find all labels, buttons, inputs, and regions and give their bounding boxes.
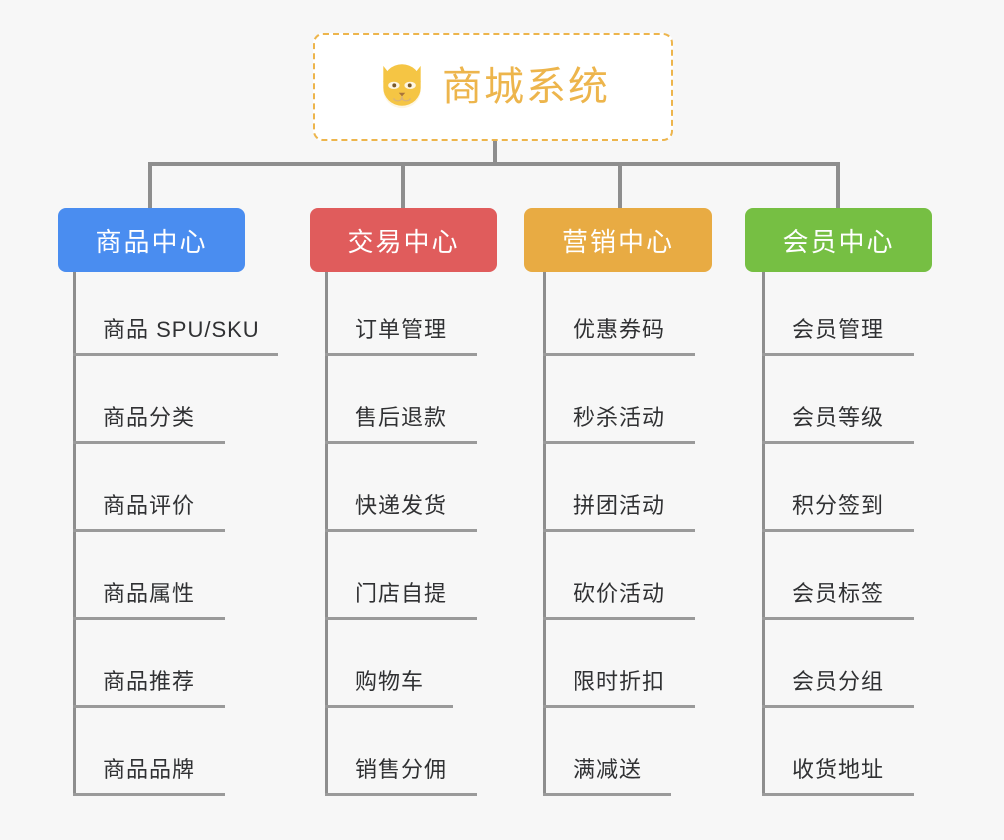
leaf-item-underline: [543, 529, 695, 532]
leaf-item-underline: [543, 705, 695, 708]
column-spine-marketing-center: [543, 272, 546, 796]
category-box-product-center[interactable]: 商品中心: [58, 208, 245, 272]
leaf-item-label: 售后退款: [355, 405, 448, 430]
leaf-item-label: 优惠券码: [573, 317, 666, 342]
leaf-item-label: 商品 SPU/SKU: [103, 317, 260, 342]
leaf-item-underline: [73, 529, 225, 532]
leaf-item[interactable]: 收货地址: [762, 708, 914, 796]
leaf-item[interactable]: 商品推荐: [73, 620, 225, 708]
leaf-item[interactable]: 订单管理: [325, 268, 477, 356]
leaf-item[interactable]: 秒杀活动: [543, 356, 695, 444]
leaf-item-underline: [73, 793, 225, 796]
leaf-item-underline: [73, 441, 225, 444]
connector-horizontal-bus: [150, 162, 840, 166]
leaf-item-underline: [73, 617, 225, 620]
leaf-item-underline: [325, 353, 477, 356]
category-box-trade-center[interactable]: 交易中心: [310, 208, 497, 272]
leaf-item[interactable]: 会员标签: [762, 532, 914, 620]
leaf-item-label: 销售分佣: [355, 757, 448, 782]
leaf-item-label: 商品品牌: [103, 757, 196, 782]
connector-drop-member-center: [836, 162, 840, 210]
shiba-dog-face-icon: [383, 64, 421, 109]
leaf-item-label: 秒杀活动: [573, 405, 666, 430]
leaf-item-underline: [325, 441, 477, 444]
category-label: 营销中心: [561, 226, 674, 257]
root-title: 商城系统: [442, 65, 610, 109]
leaf-item-label: 满减送: [573, 757, 643, 782]
connector-drop-marketing-center: [618, 162, 622, 210]
leaf-item[interactable]: 门店自提: [325, 532, 477, 620]
leaf-item[interactable]: 快递发货: [325, 444, 477, 532]
leaf-item-underline: [325, 617, 477, 620]
column-spine-trade-center: [325, 272, 328, 796]
connector-drop-product-center: [148, 162, 152, 210]
leaf-item-label: 购物车: [355, 669, 425, 694]
column-spine-member-center: [762, 272, 765, 796]
leaf-item[interactable]: 会员等级: [762, 356, 914, 444]
category-label: 商品中心: [95, 226, 208, 257]
leaf-item-underline: [762, 529, 914, 532]
leaf-item-underline: [762, 353, 914, 356]
leaf-item-underline: [762, 793, 914, 796]
leaf-item-underline: [73, 705, 225, 708]
leaf-item[interactable]: 购物车: [325, 620, 453, 708]
leaf-item-underline: [762, 705, 914, 708]
leaf-item-underline: [543, 353, 695, 356]
leaf-item-label: 门店自提: [355, 581, 448, 606]
leaf-item-underline: [73, 353, 278, 356]
leaf-item-underline: [762, 617, 914, 620]
leaf-item[interactable]: 砍价活动: [543, 532, 695, 620]
category-label: 会员中心: [782, 226, 895, 257]
category-label: 交易中心: [347, 226, 460, 257]
leaf-item-label: 订单管理: [355, 317, 448, 342]
leaf-item-label: 商品分类: [103, 405, 196, 430]
leaf-item[interactable]: 优惠券码: [543, 268, 695, 356]
leaf-item[interactable]: 会员管理: [762, 268, 914, 356]
leaf-item-label: 会员标签: [792, 581, 885, 606]
leaf-item[interactable]: 商品分类: [73, 356, 225, 444]
category-box-member-center[interactable]: 会员中心: [745, 208, 932, 272]
leaf-item-underline: [543, 441, 695, 444]
connector-drop-trade-center: [401, 162, 405, 210]
leaf-item[interactable]: 销售分佣: [325, 708, 477, 796]
leaf-item-label: 商品属性: [103, 581, 196, 606]
category-box-marketing-center[interactable]: 营销中心: [524, 208, 712, 272]
leaf-item-label: 商品推荐: [103, 669, 196, 694]
root-node[interactable]: 商城系统: [313, 33, 673, 141]
leaf-item[interactable]: 售后退款: [325, 356, 477, 444]
leaf-item-underline: [543, 793, 671, 796]
leaf-item-underline: [325, 793, 477, 796]
leaf-item-label: 收货地址: [792, 757, 885, 782]
leaf-item-underline: [762, 441, 914, 444]
leaf-item[interactable]: 商品评价: [73, 444, 225, 532]
leaf-item-label: 砍价活动: [573, 581, 666, 606]
leaf-item[interactable]: 限时折扣: [543, 620, 695, 708]
leaf-item[interactable]: 满减送: [543, 708, 671, 796]
leaf-item-underline: [543, 617, 695, 620]
leaf-item-label: 会员等级: [792, 405, 885, 430]
leaf-item[interactable]: 积分签到: [762, 444, 914, 532]
leaf-item[interactable]: 商品品牌: [73, 708, 225, 796]
leaf-item-underline: [325, 529, 477, 532]
leaf-item-label: 商品评价: [103, 493, 196, 518]
leaf-item[interactable]: 商品属性: [73, 532, 225, 620]
leaf-item-label: 积分签到: [792, 493, 885, 518]
leaf-item-label: 会员分组: [792, 669, 885, 694]
connector-root-stub: [493, 141, 497, 164]
leaf-item[interactable]: 会员分组: [762, 620, 914, 708]
leaf-item-underline: [325, 705, 453, 708]
leaf-item-label: 快递发货: [355, 493, 448, 518]
leaf-item[interactable]: 拼团活动: [543, 444, 695, 532]
leaf-item[interactable]: 商品 SPU/SKU: [73, 268, 278, 356]
leaf-item-label: 会员管理: [792, 317, 885, 342]
leaf-item-label: 拼团活动: [573, 493, 666, 518]
column-spine-product-center: [73, 272, 76, 796]
leaf-item-label: 限时折扣: [573, 669, 666, 694]
